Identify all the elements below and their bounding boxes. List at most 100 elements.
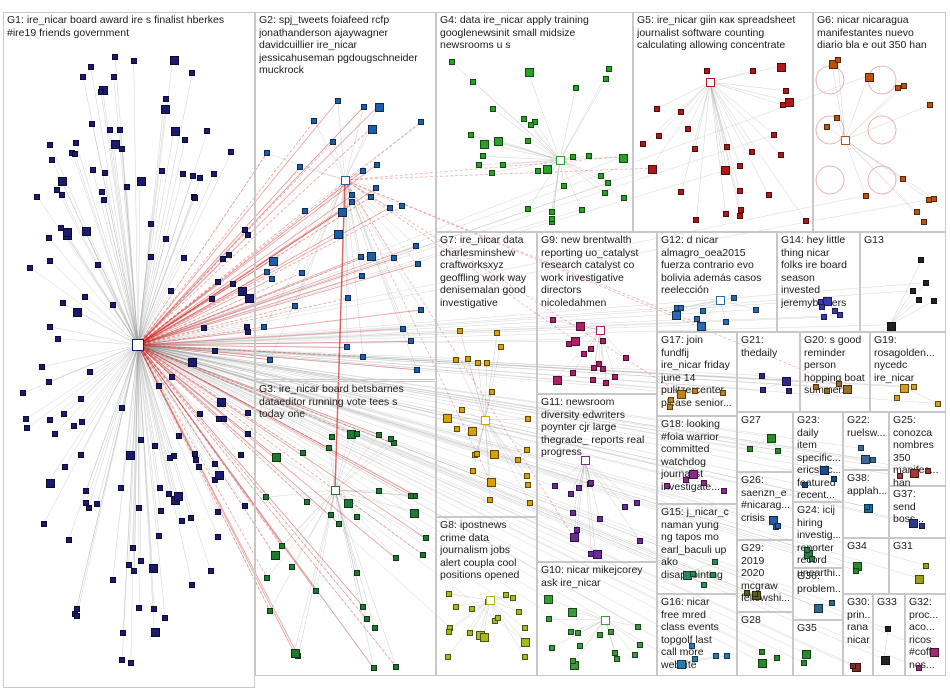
- node-g1[interactable]: [94, 500, 101, 507]
- node-g7[interactable]: [456, 328, 463, 335]
- node-g4[interactable]: [603, 76, 610, 83]
- node-g16[interactable]: [712, 653, 719, 660]
- node-g1[interactable]: [87, 368, 94, 375]
- node-g8[interactable]: [446, 590, 453, 597]
- node-g3[interactable]: [375, 488, 382, 495]
- node-g1[interactable]: [110, 139, 120, 149]
- node-g4[interactable]: [490, 105, 497, 112]
- node-g1[interactable]: [119, 404, 126, 411]
- node-g2[interactable]: [299, 269, 306, 276]
- node-g1[interactable]: [85, 504, 92, 511]
- node-g10[interactable]: [597, 631, 604, 638]
- node-g5[interactable]: [782, 87, 789, 94]
- node-g9[interactable]: [580, 351, 587, 358]
- node-g3[interactable]: [353, 431, 360, 438]
- node-g7[interactable]: [487, 496, 494, 503]
- node-g1[interactable]: [23, 416, 30, 423]
- node-g23[interactable]: [801, 482, 808, 489]
- node-g3[interactable]: [279, 543, 286, 550]
- node-g2[interactable]: [418, 118, 425, 125]
- node-g14[interactable]: [820, 314, 827, 321]
- node-g1[interactable]: [178, 518, 185, 525]
- node-g1[interactable]: [204, 127, 211, 134]
- node-g19[interactable]: [934, 400, 941, 407]
- node-g5[interactable]: [737, 207, 744, 214]
- node-g1[interactable]: [123, 183, 130, 190]
- node-g1[interactable]: [200, 324, 207, 331]
- node-g12[interactable]: [723, 319, 730, 326]
- node-g1[interactable]: [156, 382, 163, 389]
- node-g30[interactable]: [849, 663, 856, 670]
- node-g1[interactable]: [129, 545, 136, 552]
- node-g1[interactable]: [101, 197, 108, 204]
- node-g1[interactable]: [214, 279, 221, 286]
- node-g19[interactable]: [900, 383, 910, 393]
- node-g23[interactable]: [819, 466, 829, 476]
- node-g3[interactable]: [328, 434, 335, 441]
- node-g1[interactable]: [59, 191, 66, 198]
- node-g1[interactable]: [118, 485, 125, 492]
- node-g1[interactable]: [215, 470, 225, 480]
- node-g1[interactable]: [72, 307, 82, 317]
- node-g9[interactable]: [552, 375, 562, 385]
- node-g7[interactable]: [465, 355, 472, 362]
- node-g4[interactable]: [520, 115, 527, 122]
- node-g1[interactable]: [175, 433, 182, 440]
- node-g8[interactable]: [521, 625, 528, 632]
- node-g4[interactable]: [585, 152, 592, 159]
- node-g8[interactable]: [480, 633, 490, 643]
- node-g4[interactable]: [479, 140, 489, 150]
- node-g10[interactable]: [577, 643, 584, 650]
- node-g1[interactable]: [82, 294, 89, 301]
- node-g6[interactable]: [834, 56, 841, 63]
- node-g2[interactable]: [360, 103, 367, 110]
- node-g1[interactable]: [119, 145, 126, 152]
- node-g3[interactable]: [410, 508, 420, 518]
- node-g1[interactable]: [156, 484, 163, 491]
- node-g3[interactable]: [353, 514, 360, 521]
- node-g1[interactable]: [74, 612, 80, 619]
- node-g2[interactable]: [264, 268, 271, 275]
- node-g13[interactable]: [930, 297, 937, 304]
- node-g2[interactable]: [348, 199, 355, 206]
- node-g1[interactable]: [189, 582, 196, 589]
- hub-node-g1[interactable]: [132, 339, 144, 351]
- node-g11[interactable]: [570, 533, 580, 543]
- node-g37[interactable]: [918, 523, 925, 530]
- hub-node-g6[interactable]: [840, 135, 850, 145]
- node-g1[interactable]: [112, 54, 119, 61]
- node-g1[interactable]: [138, 436, 145, 443]
- node-g6[interactable]: [901, 82, 908, 89]
- node-g2[interactable]: [391, 255, 398, 262]
- node-g1[interactable]: [214, 533, 221, 540]
- node-g1[interactable]: [242, 226, 249, 233]
- node-g1[interactable]: [156, 532, 163, 539]
- node-g1[interactable]: [45, 478, 55, 488]
- node-g10[interactable]: [546, 616, 553, 623]
- node-g1[interactable]: [216, 416, 223, 423]
- node-g2[interactable]: [418, 306, 425, 313]
- node-g1[interactable]: [61, 463, 68, 470]
- node-g12[interactable]: [693, 315, 700, 322]
- node-g1[interactable]: [209, 296, 216, 303]
- node-g2[interactable]: [387, 204, 394, 211]
- node-g1[interactable]: [169, 56, 179, 66]
- node-g1[interactable]: [78, 418, 85, 425]
- node-g2[interactable]: [297, 164, 304, 171]
- node-g17[interactable]: [667, 397, 674, 404]
- node-g3[interactable]: [267, 608, 274, 615]
- node-g13[interactable]: [910, 287, 917, 294]
- node-g8[interactable]: [444, 654, 451, 661]
- node-g9[interactable]: [569, 370, 576, 377]
- node-g8[interactable]: [452, 603, 459, 610]
- node-g37[interactable]: [908, 519, 918, 529]
- node-g14[interactable]: [818, 304, 825, 311]
- node-g16[interactable]: [689, 643, 696, 650]
- node-g2[interactable]: [329, 138, 336, 145]
- node-g3[interactable]: [420, 552, 427, 559]
- node-g6[interactable]: [920, 218, 927, 225]
- node-g1[interactable]: [157, 507, 164, 514]
- node-g10[interactable]: [634, 623, 641, 630]
- node-g24[interactable]: [808, 556, 815, 563]
- node-g8[interactable]: [467, 630, 474, 637]
